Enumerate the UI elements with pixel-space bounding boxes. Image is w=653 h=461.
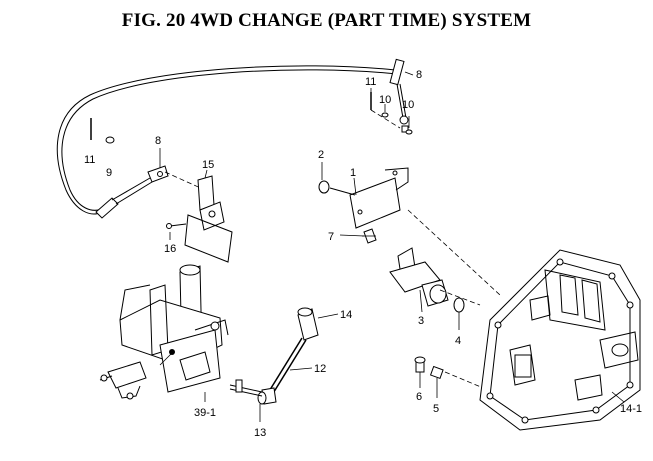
shift-lever [229, 307, 319, 405]
callout-11-left: 11 [84, 154, 95, 166]
cable-bracket [166, 175, 233, 263]
callout-8-top: 8 [416, 69, 422, 81]
figure-title: FIG. 20 4WD CHANGE (PART TIME) SYSTEM [121, 10, 532, 31]
shift-bracket [318, 167, 409, 244]
callout-1: 1 [350, 167, 356, 179]
shift-lever-housing [99, 264, 229, 402]
top-fasteners [370, 92, 413, 135]
cable-end-left [90, 118, 206, 219]
callout-12: 12 [314, 363, 326, 375]
control-cable [56, 65, 398, 215]
leader-lines [159, 71, 625, 422]
callout-3: 3 [418, 315, 424, 327]
callout-10-a: 10 [379, 94, 391, 106]
callout-labels: 8 11 10 10 8 11 9 15 16 2 1 7 3 4 14 12 … [84, 69, 642, 439]
callout-39-1: 39-1 [194, 407, 216, 419]
callout-5: 5 [433, 403, 439, 415]
callout-8-left: 8 [155, 135, 161, 147]
callout-4: 4 [455, 335, 461, 347]
callout-9: 9 [106, 167, 112, 179]
callout-6: 6 [416, 391, 422, 403]
callout-16: 16 [164, 243, 176, 255]
callout-15: 15 [202, 159, 214, 171]
callout-2: 2 [318, 149, 324, 161]
callout-11-top: 11 [365, 76, 376, 88]
callout-14-1: 14-1 [620, 403, 642, 415]
cable-end-top [389, 58, 409, 133]
callout-14: 14 [340, 309, 352, 321]
callout-13: 13 [254, 427, 266, 439]
transfer-case-housing [479, 249, 641, 431]
shift-fork [389, 209, 501, 313]
callout-10-b: 10 [402, 99, 414, 111]
callout-7: 7 [328, 231, 334, 243]
